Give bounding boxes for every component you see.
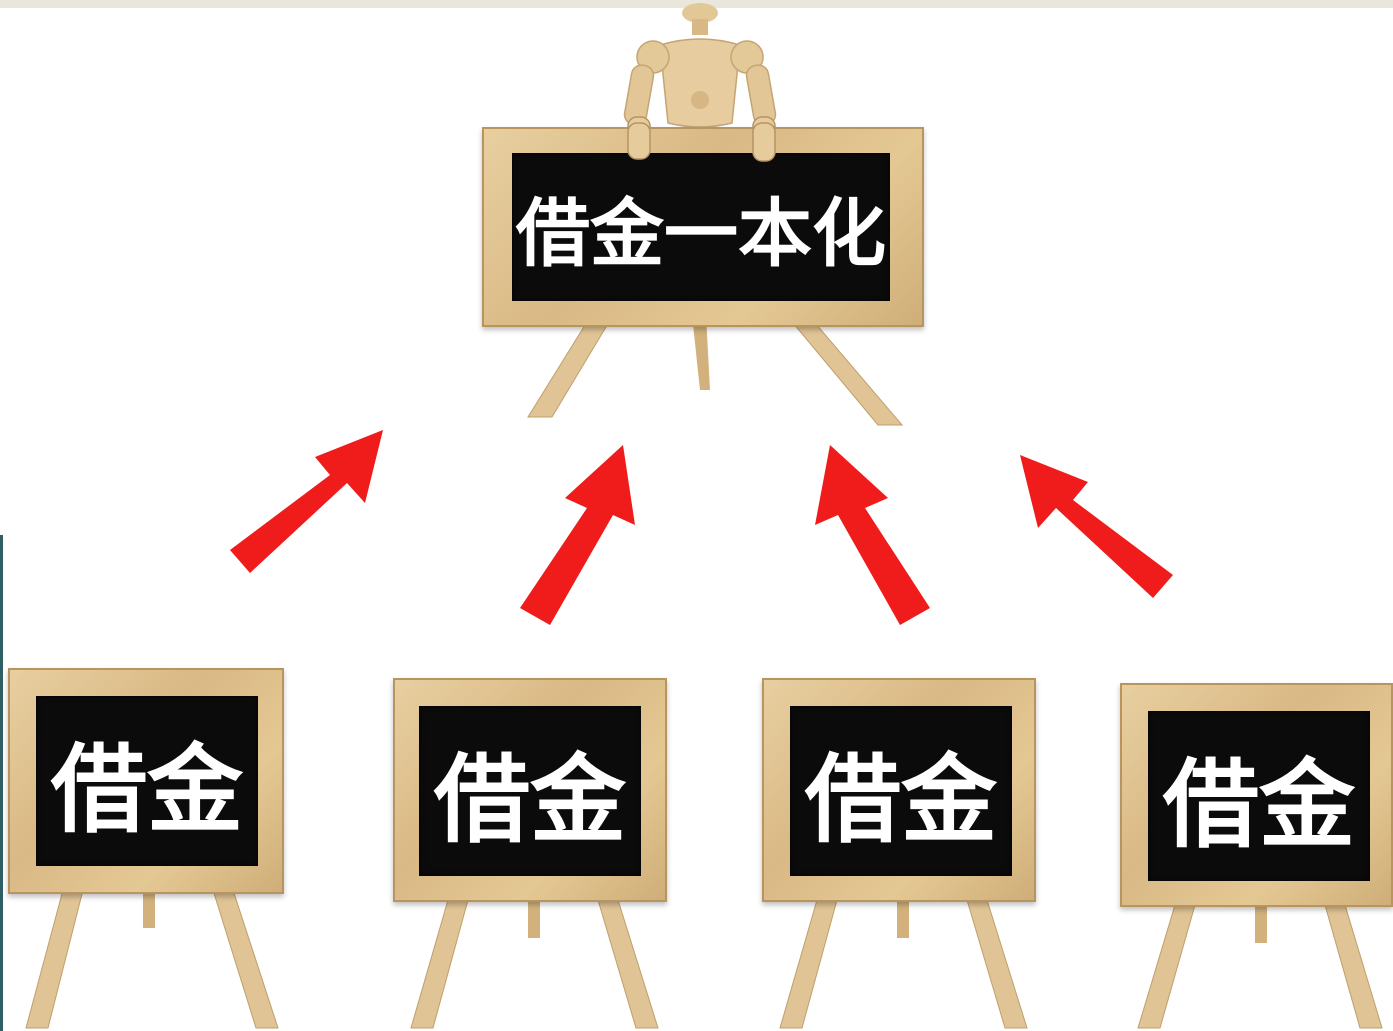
- bottom-sign-board-1: 借金: [36, 696, 258, 866]
- up-arrow-icon: [815, 445, 930, 625]
- top-easel: 借金一本化: [470, 3, 930, 435]
- bottom-sign-text-4: 借金: [1163, 747, 1355, 861]
- bottom-sign-board-3: 借金: [790, 706, 1012, 876]
- mannequin-hands-icon: [627, 122, 776, 162]
- mannequin-icon: [527, 3, 904, 426]
- bottom-easel-1: 借金: [8, 668, 288, 1031]
- up-arrow-icon: [230, 430, 383, 573]
- left-edge-strip: [0, 535, 3, 1031]
- bottom-sign-text-1: 借金: [51, 732, 243, 846]
- bottom-sign-frame-3: 借金: [762, 678, 1036, 902]
- up-arrow-icon: [520, 445, 635, 625]
- bottom-sign-frame-1: 借金: [8, 668, 284, 894]
- up-arrow-icon: [1020, 455, 1173, 598]
- bottom-sign-text-3: 借金: [805, 742, 997, 856]
- bottom-sign-board-4: 借金: [1148, 711, 1370, 881]
- top-sign-text: 借金一本化: [516, 190, 886, 277]
- bottom-sign-board-2: 借金: [419, 706, 641, 876]
- bottom-easel-2: 借金: [393, 678, 673, 1031]
- bottom-sign-frame-2: 借金: [393, 678, 667, 902]
- top-sign-frame: 借金一本化: [482, 127, 924, 327]
- bottom-easel-4: 借金: [1120, 683, 1393, 1031]
- bottom-easel-3: 借金: [762, 678, 1042, 1031]
- bottom-sign-frame-4: 借金: [1120, 683, 1393, 907]
- bottom-sign-text-2: 借金: [434, 742, 626, 856]
- top-sign-board: 借金一本化: [512, 153, 890, 301]
